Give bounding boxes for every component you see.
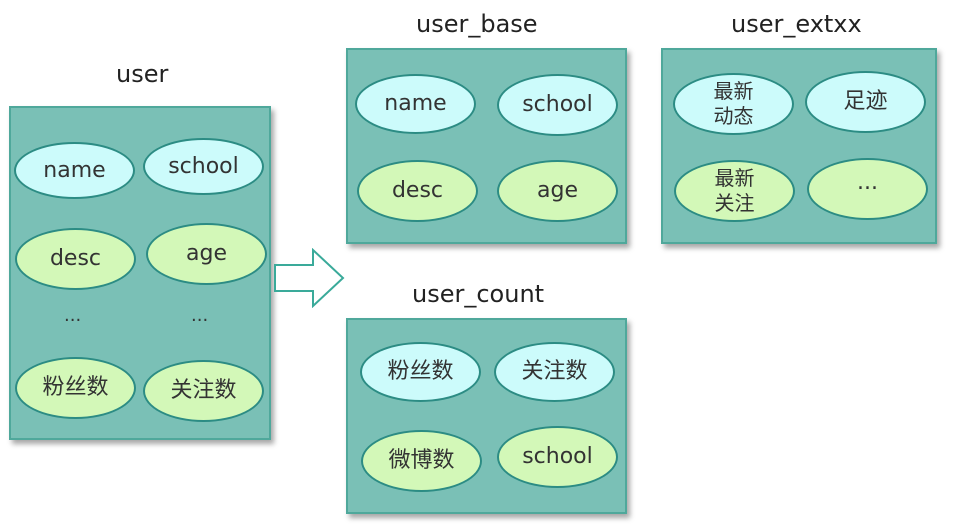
user-field-school: school	[143, 138, 264, 195]
user-base-field-desc: desc	[357, 160, 478, 222]
user-extxx-field-footprint: 足迹	[805, 71, 926, 133]
user-extxx-field-latest-activity: 最新 动态	[673, 73, 794, 135]
user-field-age: age	[146, 223, 267, 285]
user-ellipsis-right: ...	[191, 305, 209, 326]
user-ellipsis-left: ...	[64, 305, 82, 326]
user-title: user	[116, 60, 169, 88]
user-count-title: user_count	[412, 280, 545, 308]
user-base-title: user_base	[416, 10, 538, 38]
user-count-field-fans: 粉丝数	[360, 342, 481, 402]
arrow-right-icon	[274, 248, 345, 308]
user-field-follows: 关注数	[143, 360, 264, 422]
user-count-field-weibo: 微博数	[361, 430, 482, 492]
user-extxx-field-more: ...	[807, 158, 928, 220]
user-base-field-age: age	[497, 160, 618, 222]
user-count-table: 粉丝数 关注数 微博数 school	[346, 318, 627, 514]
user-field-name: name	[14, 142, 135, 199]
user-base-field-school: school	[497, 74, 618, 136]
user-base-table: name school desc age	[346, 48, 627, 244]
user-count-field-school: school	[497, 426, 618, 488]
user-field-desc: desc	[15, 228, 136, 290]
user-extxx-field-latest-follows: 最新 关注	[674, 160, 795, 222]
user-base-field-name: name	[355, 74, 476, 134]
user-field-fans: 粉丝数	[15, 357, 136, 419]
user-extxx-title: user_extxx	[731, 10, 862, 38]
user-extxx-table: 最新 动态 足迹 最新 关注 ...	[661, 48, 937, 244]
user-table: name school desc age ... ... 粉丝数 关注数	[9, 106, 271, 440]
user-count-field-follows: 关注数	[494, 342, 615, 402]
